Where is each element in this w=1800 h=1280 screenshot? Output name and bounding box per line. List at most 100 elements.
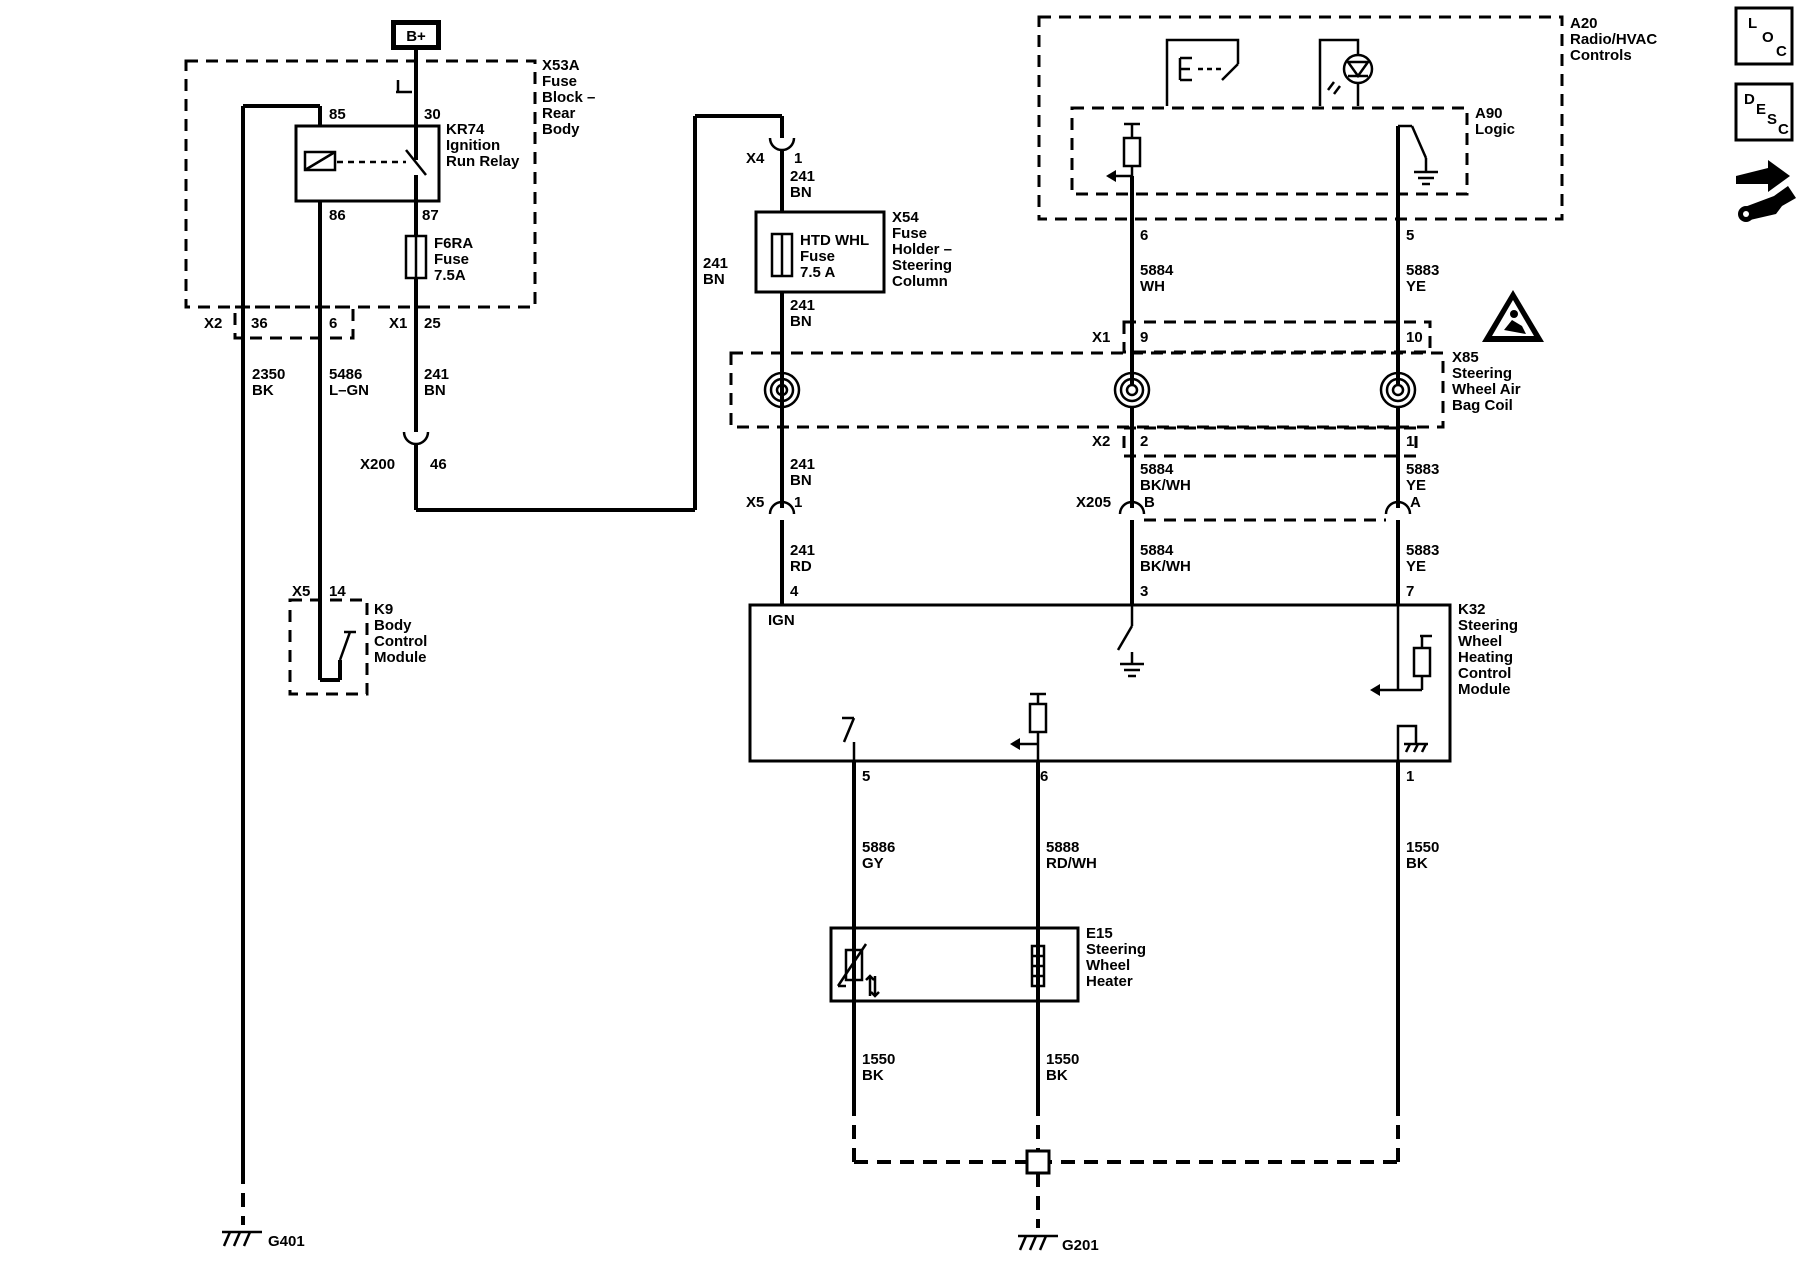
x5-pin: 1 [794,494,802,511]
x2-connector-outline [233,305,355,340]
led-indicator-icon [1318,38,1374,106]
k9-outline [288,598,369,696]
svg-text:C: C [1778,121,1789,138]
svg-text:K32: K32 [1458,601,1486,618]
wire-241-color-d: BN [790,313,812,330]
ground-g201-icon [1018,1234,1058,1251]
x5-connector-icon [768,500,796,515]
x85-x2-pin-2: 2 [1140,433,1148,450]
svg-text:Wheel: Wheel [1458,633,1502,650]
wire-5884-num-a: 5884 [1140,262,1174,279]
relay-pin-85: 85 [329,106,346,123]
wire-5886-color: GY [862,855,884,872]
svg-text:Steering: Steering [1452,365,1512,382]
svg-text:K9: K9 [374,601,393,618]
k9-switch-icon [338,630,356,661]
svg-text:E15: E15 [1086,925,1113,942]
svg-text:Holder –: Holder – [892,241,952,258]
clockspring-coil-icon-1 [763,371,801,409]
x85-x1-outline [1122,320,1432,354]
x85-coil-outline [729,351,1445,429]
thermistor-icon [836,943,880,998]
svg-text:Steering: Steering [1086,941,1146,958]
relay-switch-icon [405,149,427,176]
svg-text:Block –: Block – [542,89,595,106]
k32-pin-4: 4 [790,583,799,600]
x54-fuse-word: Fuse [800,248,835,265]
svg-text:Fuse: Fuse [542,73,577,90]
svg-text:A20: A20 [1570,15,1598,32]
wire-1550-color-c: BK [1406,855,1428,872]
svg-text:Body: Body [542,121,580,138]
x200-pin: 46 [430,456,447,473]
x85-x2-outline [1122,426,1418,458]
clockspring-coil-icon-2 [1113,371,1151,409]
wire-5888-num: 5888 [1046,839,1079,856]
x85-x2-pin-1: 1 [1406,433,1414,450]
relay-pin-87: 87 [422,207,439,224]
wire-241-color-e: BN [790,472,812,489]
ground-splice-icon [1025,1149,1051,1175]
a20-outline [1037,15,1564,221]
x85-x1-pin-9: 9 [1140,329,1148,346]
a90-id: A90 [1475,105,1503,122]
svg-text:Heater: Heater [1086,973,1133,990]
desc-button[interactable]: D E S C [1734,82,1794,142]
svg-text:Fuse: Fuse [892,225,927,242]
x4-connector-icon [768,137,796,152]
wrench-icon[interactable] [1736,160,1796,222]
x2-pin-6: 6 [329,315,337,332]
wire-241-num-e: 241 [790,456,815,473]
battery-terminal: B+ [391,20,441,50]
wire-1550-num-c: 1550 [1406,839,1439,856]
clockspring-coil-icon-3 [1379,371,1417,409]
wire-1550-color-b: BK [1046,1067,1068,1084]
k32-label: K32 Steering Wheel Heating Control Modul… [1458,601,1518,698]
svg-text:Module: Module [1458,681,1511,698]
ground-g401-label: G401 [268,1233,305,1250]
svg-text:X53A: X53A [542,57,580,74]
x85-x1-id: X1 [1092,329,1110,346]
k32-chassis-ground-icon [1396,724,1428,761]
relay-box [294,124,441,203]
wire-5886-num: 5886 [862,839,895,856]
x200-connector-icon [402,431,430,446]
wire-241-num-b: 241 [703,255,728,272]
fuse-f6ra-label: F6RA Fuse 7.5A [434,235,473,284]
ground-g201-label: G201 [1062,1237,1099,1254]
airbag-warning-icon [1482,290,1544,342]
wire-5884-color-c: BK/WH [1140,558,1191,575]
x54-label: X54 Fuse Holder – Steering Column [892,209,952,290]
relay-pin-86: 86 [329,207,346,224]
relay-pin-30: 30 [424,106,441,123]
wire-241-num-c: 241 [790,168,815,185]
battery-label: B+ [406,28,426,45]
svg-text:Heating: Heating [1458,649,1513,666]
k32-ign-label: IGN [768,612,795,629]
k32-pullup-output-icon [1010,692,1048,761]
svg-text:Rear: Rear [542,105,576,122]
k32-pin-3: 3 [1140,583,1148,600]
wire-1550-color-a: BK [862,1067,884,1084]
e15-label: E15 Steering Wheel Heater [1086,925,1146,990]
wire-1550-num-a: 1550 [862,1051,895,1068]
wire-241-color-b: BN [703,271,725,288]
svg-text:Control: Control [374,633,427,650]
x85-x2-id: X2 [1092,433,1110,450]
svg-text:Column: Column [892,273,948,290]
k32-low-side-switch-icon [842,716,856,761]
x1-connector-id: X1 [389,315,407,332]
k32-module-box [748,603,1452,763]
k9-label: K9 Body Control Module [374,601,427,666]
k32-pin-6: 6 [1040,768,1048,785]
loc-button[interactable]: L O C [1734,6,1794,66]
wire-5883-color-b: YE [1406,477,1426,494]
wire-5883-num-c: 5883 [1406,542,1439,559]
switch-input-icon [1165,38,1240,106]
svg-text:O: O [1762,29,1774,46]
svg-text:7.5A: 7.5A [434,267,466,284]
a20-label: A20 Radio/HVAC Controls [1570,15,1657,64]
x205-connector-b-icon [1118,500,1146,515]
heater-element-icon [1030,944,1046,988]
